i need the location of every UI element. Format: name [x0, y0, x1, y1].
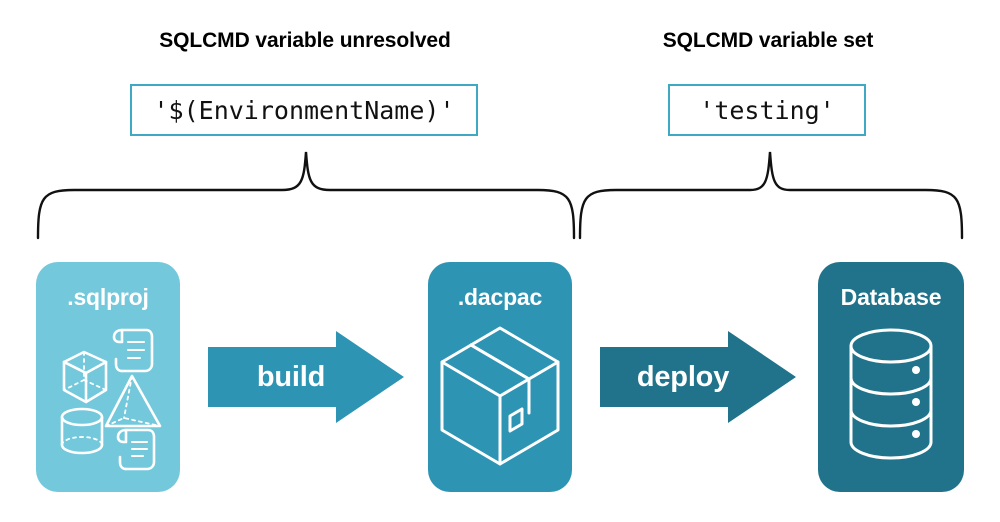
brace-right-icon	[578, 151, 964, 240]
brace-left-icon	[36, 151, 576, 240]
brace-left	[30, 150, 582, 240]
stage-box-sqlproj: .sqlproj	[36, 262, 180, 492]
package-box-icon	[428, 314, 572, 484]
arrow-deploy-label: deploy	[636, 360, 730, 393]
stage-box-database: Database	[818, 262, 964, 492]
stage-label-sqlproj: .sqlproj	[67, 284, 149, 310]
section-title-left: SQLCMD variable unresolved	[159, 29, 451, 52]
arrow-build-label: build	[256, 360, 326, 393]
stage-box-dacpac: .dacpac	[428, 262, 572, 492]
stage-label-dacpac: .dacpac	[457, 284, 543, 310]
brace-right	[572, 150, 970, 240]
code-value-box-right: 'testing'	[668, 84, 866, 136]
database-cylinder-icon	[818, 314, 964, 484]
arrow-deploy: deploy	[600, 331, 796, 423]
code-value-box-left: '$(EnvironmentName)'	[130, 84, 478, 136]
stage-label-database: Database	[840, 284, 942, 310]
arrow-deploy-icon	[600, 331, 796, 423]
section-title-right: SQLCMD variable set	[662, 29, 874, 52]
project-shapes-icon	[36, 314, 180, 484]
arrow-build-icon	[208, 331, 404, 423]
arrow-build: build	[208, 331, 404, 423]
